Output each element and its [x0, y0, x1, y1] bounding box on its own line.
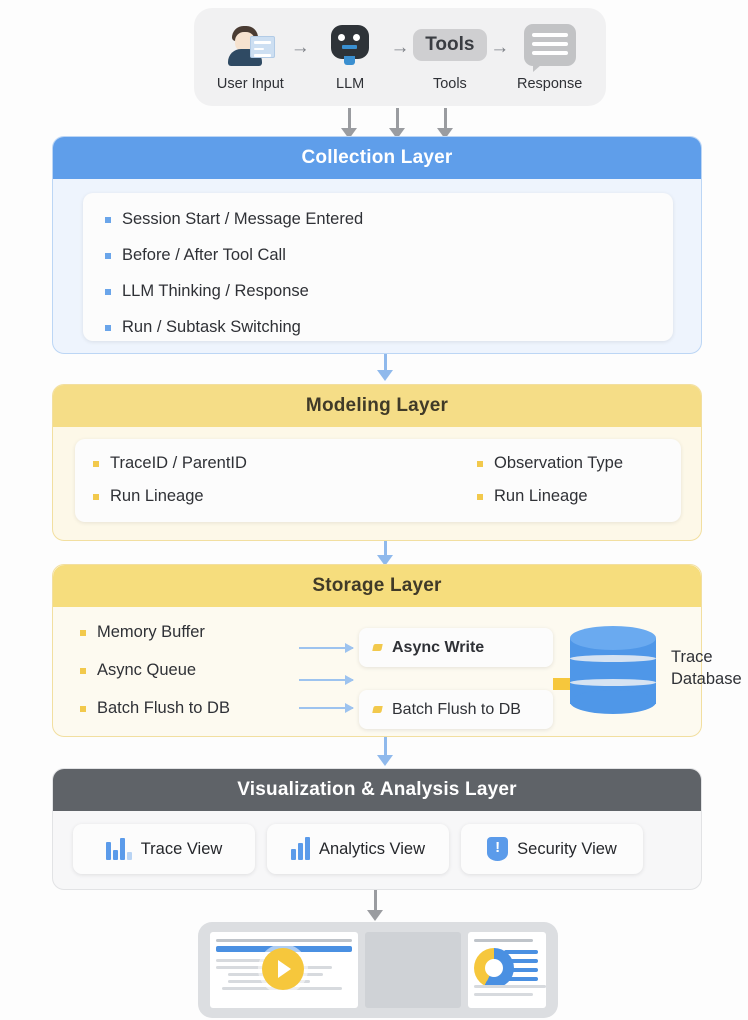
trace-view-card[interactable]: Trace View — [73, 824, 255, 874]
trace-view-label: Trace View — [140, 839, 223, 858]
arrow-right-icon-3: → — [490, 36, 510, 58]
speech-bubble-icon — [523, 22, 576, 72]
pipeline-node-label: User Input — [216, 76, 284, 92]
legend-lines — [504, 950, 538, 986]
pipeline-node-tools[interactable]: Tools Tools — [410, 22, 491, 92]
dashboard-media-panel — [365, 932, 461, 1008]
list-item: Async Queue — [80, 661, 230, 680]
bullet-icon — [477, 460, 483, 467]
play-button-icon[interactable] — [262, 948, 304, 990]
storage-layer-title: Storage Layer — [53, 565, 701, 607]
dashboard-chart-panel — [468, 932, 546, 1008]
collection-items-card: Session Start / Message Entered Before /… — [83, 193, 673, 341]
list-item-label: Batch Flush to DB — [97, 699, 230, 717]
list-item: Run Lineage — [93, 487, 387, 506]
list-item: Session Start / Message Entered — [105, 210, 673, 229]
visualization-layer: Visualization & Analysis Layer Trace Vie… — [52, 768, 702, 890]
batch-flush-card[interactable]: Batch Flush to DB — [359, 690, 553, 729]
bullet-icon — [80, 705, 86, 712]
robot-icon — [329, 22, 371, 68]
pipeline-node-llm[interactable]: LLM — [310, 22, 391, 92]
bullet-icon — [477, 493, 483, 500]
tools-box-text: Tools — [413, 29, 487, 61]
list-item: Observation Type — [387, 454, 681, 473]
trace-database-label-line1: Trace — [671, 648, 713, 666]
storage-layer: Storage Layer Memory Buffer Async Queue … — [52, 564, 742, 737]
bullet-icon — [80, 629, 86, 636]
agent-pipeline-bar: User Input → LLM → Tools Tools → — [194, 8, 606, 106]
list-item: Run Lineage — [387, 487, 681, 506]
bullet-icon — [105, 324, 111, 331]
modeling-layer: Modeling Layer TraceID / ParentID Observ… — [52, 384, 702, 541]
list-item-label: Session Start / Message Entered — [122, 210, 364, 228]
async-write-card[interactable]: Async Write — [359, 628, 553, 667]
list-item: Batch Flush to DB — [80, 699, 230, 718]
arrow-to-cards-middle — [299, 675, 354, 685]
batch-flush-label: Batch Flush to DB — [392, 700, 521, 718]
security-view-label: Security View — [517, 839, 617, 858]
collection-layer: Collection Layer Session Start / Message… — [52, 136, 702, 354]
trace-database-label: Trace Database — [671, 646, 748, 691]
bar-chart-icon — [290, 837, 310, 860]
dashboard-mockup — [198, 922, 558, 1018]
async-write-label: Async Write — [392, 638, 485, 656]
analytics-view-label: Analytics View — [318, 839, 426, 858]
arrow-right-icon-1: → — [290, 36, 310, 58]
donut-chart-icon — [474, 948, 514, 988]
pipeline-node-user-input[interactable]: User Input — [210, 22, 291, 92]
list-item-label: Run Lineage — [494, 487, 588, 505]
tick-icon — [372, 644, 383, 651]
list-item-label: Async Queue — [97, 661, 197, 679]
list-item-label: Run / Subtask Switching — [122, 318, 301, 336]
bullet-icon — [105, 288, 111, 295]
pipeline-node-response[interactable]: Response — [509, 22, 590, 92]
bullet-icon — [93, 460, 99, 467]
user-avatar-icon — [224, 22, 276, 68]
bullet-icon — [105, 252, 111, 259]
list-item: TraceID / ParentID — [93, 454, 387, 473]
bullet-icon — [105, 216, 111, 223]
list-item-label: Run Lineage — [110, 487, 204, 505]
analytics-view-card[interactable]: Analytics View — [267, 824, 449, 874]
modeling-layer-title: Modeling Layer — [53, 385, 701, 427]
list-item-label: Observation Type — [494, 454, 624, 472]
visualization-layer-title: Visualization & Analysis Layer — [53, 769, 701, 811]
bar-chart-icon — [105, 838, 132, 860]
list-item-label: Memory Buffer — [97, 623, 205, 641]
pipeline-node-label: Tools — [432, 76, 467, 92]
list-item-label: TraceID / ParentID — [110, 454, 247, 472]
storage-items-list: Memory Buffer Async Queue Batch Flush to… — [80, 623, 230, 737]
list-item-label: LLM Thinking / Response — [122, 282, 309, 300]
list-item-label: Before / After Tool Call — [122, 246, 286, 264]
list-item: LLM Thinking / Response — [105, 282, 673, 301]
trace-database-label-line2: Database — [671, 670, 742, 689]
pipeline-node-label: LLM — [336, 76, 365, 92]
bullet-icon — [93, 493, 99, 500]
tools-box-icon: Tools — [413, 22, 487, 68]
trace-database-icon — [570, 626, 656, 714]
modeling-items-card: TraceID / ParentID Observation Type Run … — [75, 439, 681, 522]
bullet-icon — [80, 667, 86, 674]
arrow-to-batch-flush — [299, 703, 354, 713]
list-item: Before / After Tool Call — [105, 246, 673, 265]
collection-layer-title: Collection Layer — [53, 137, 701, 179]
pipeline-node-label: Response — [516, 76, 583, 92]
list-item: Run / Subtask Switching — [105, 318, 673, 337]
tick-icon — [372, 706, 383, 713]
list-item: Memory Buffer — [80, 623, 230, 642]
arrow-to-async-write — [299, 643, 354, 653]
security-view-card[interactable]: Security View — [461, 824, 643, 874]
arrow-right-icon-2: → — [390, 36, 410, 58]
shield-alert-icon — [487, 837, 509, 861]
